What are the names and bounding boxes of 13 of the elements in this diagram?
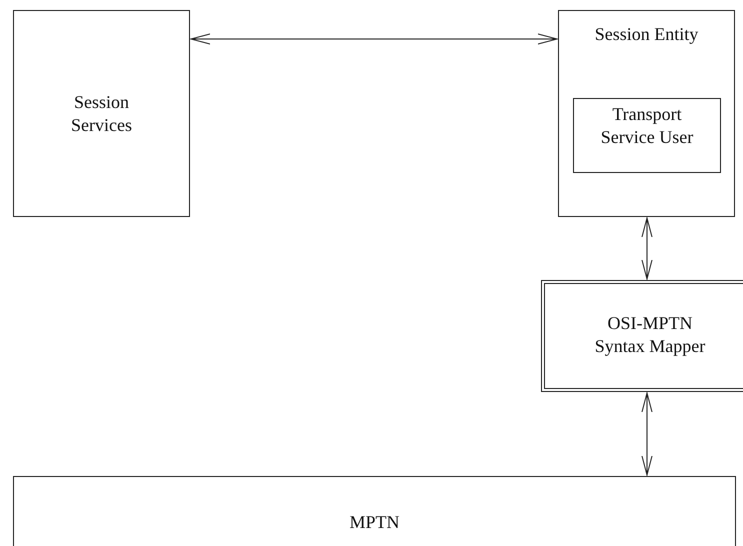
double-headed-arrow (190, 34, 558, 44)
double-bordered-box (541, 280, 743, 392)
node-label: MPTN (348, 511, 400, 534)
node-label: Session Services (70, 91, 133, 136)
node-label: Transport Service User (600, 103, 694, 148)
process-box (13, 10, 190, 217)
process-box (558, 10, 735, 217)
double-headed-arrow (642, 392, 652, 476)
double-headed-arrow (642, 218, 652, 280)
process-box (573, 98, 721, 173)
node-label: OSI-MPTN Syntax Mapper (594, 312, 706, 357)
node-label: Session Entity (594, 23, 700, 46)
process-box (13, 476, 736, 546)
